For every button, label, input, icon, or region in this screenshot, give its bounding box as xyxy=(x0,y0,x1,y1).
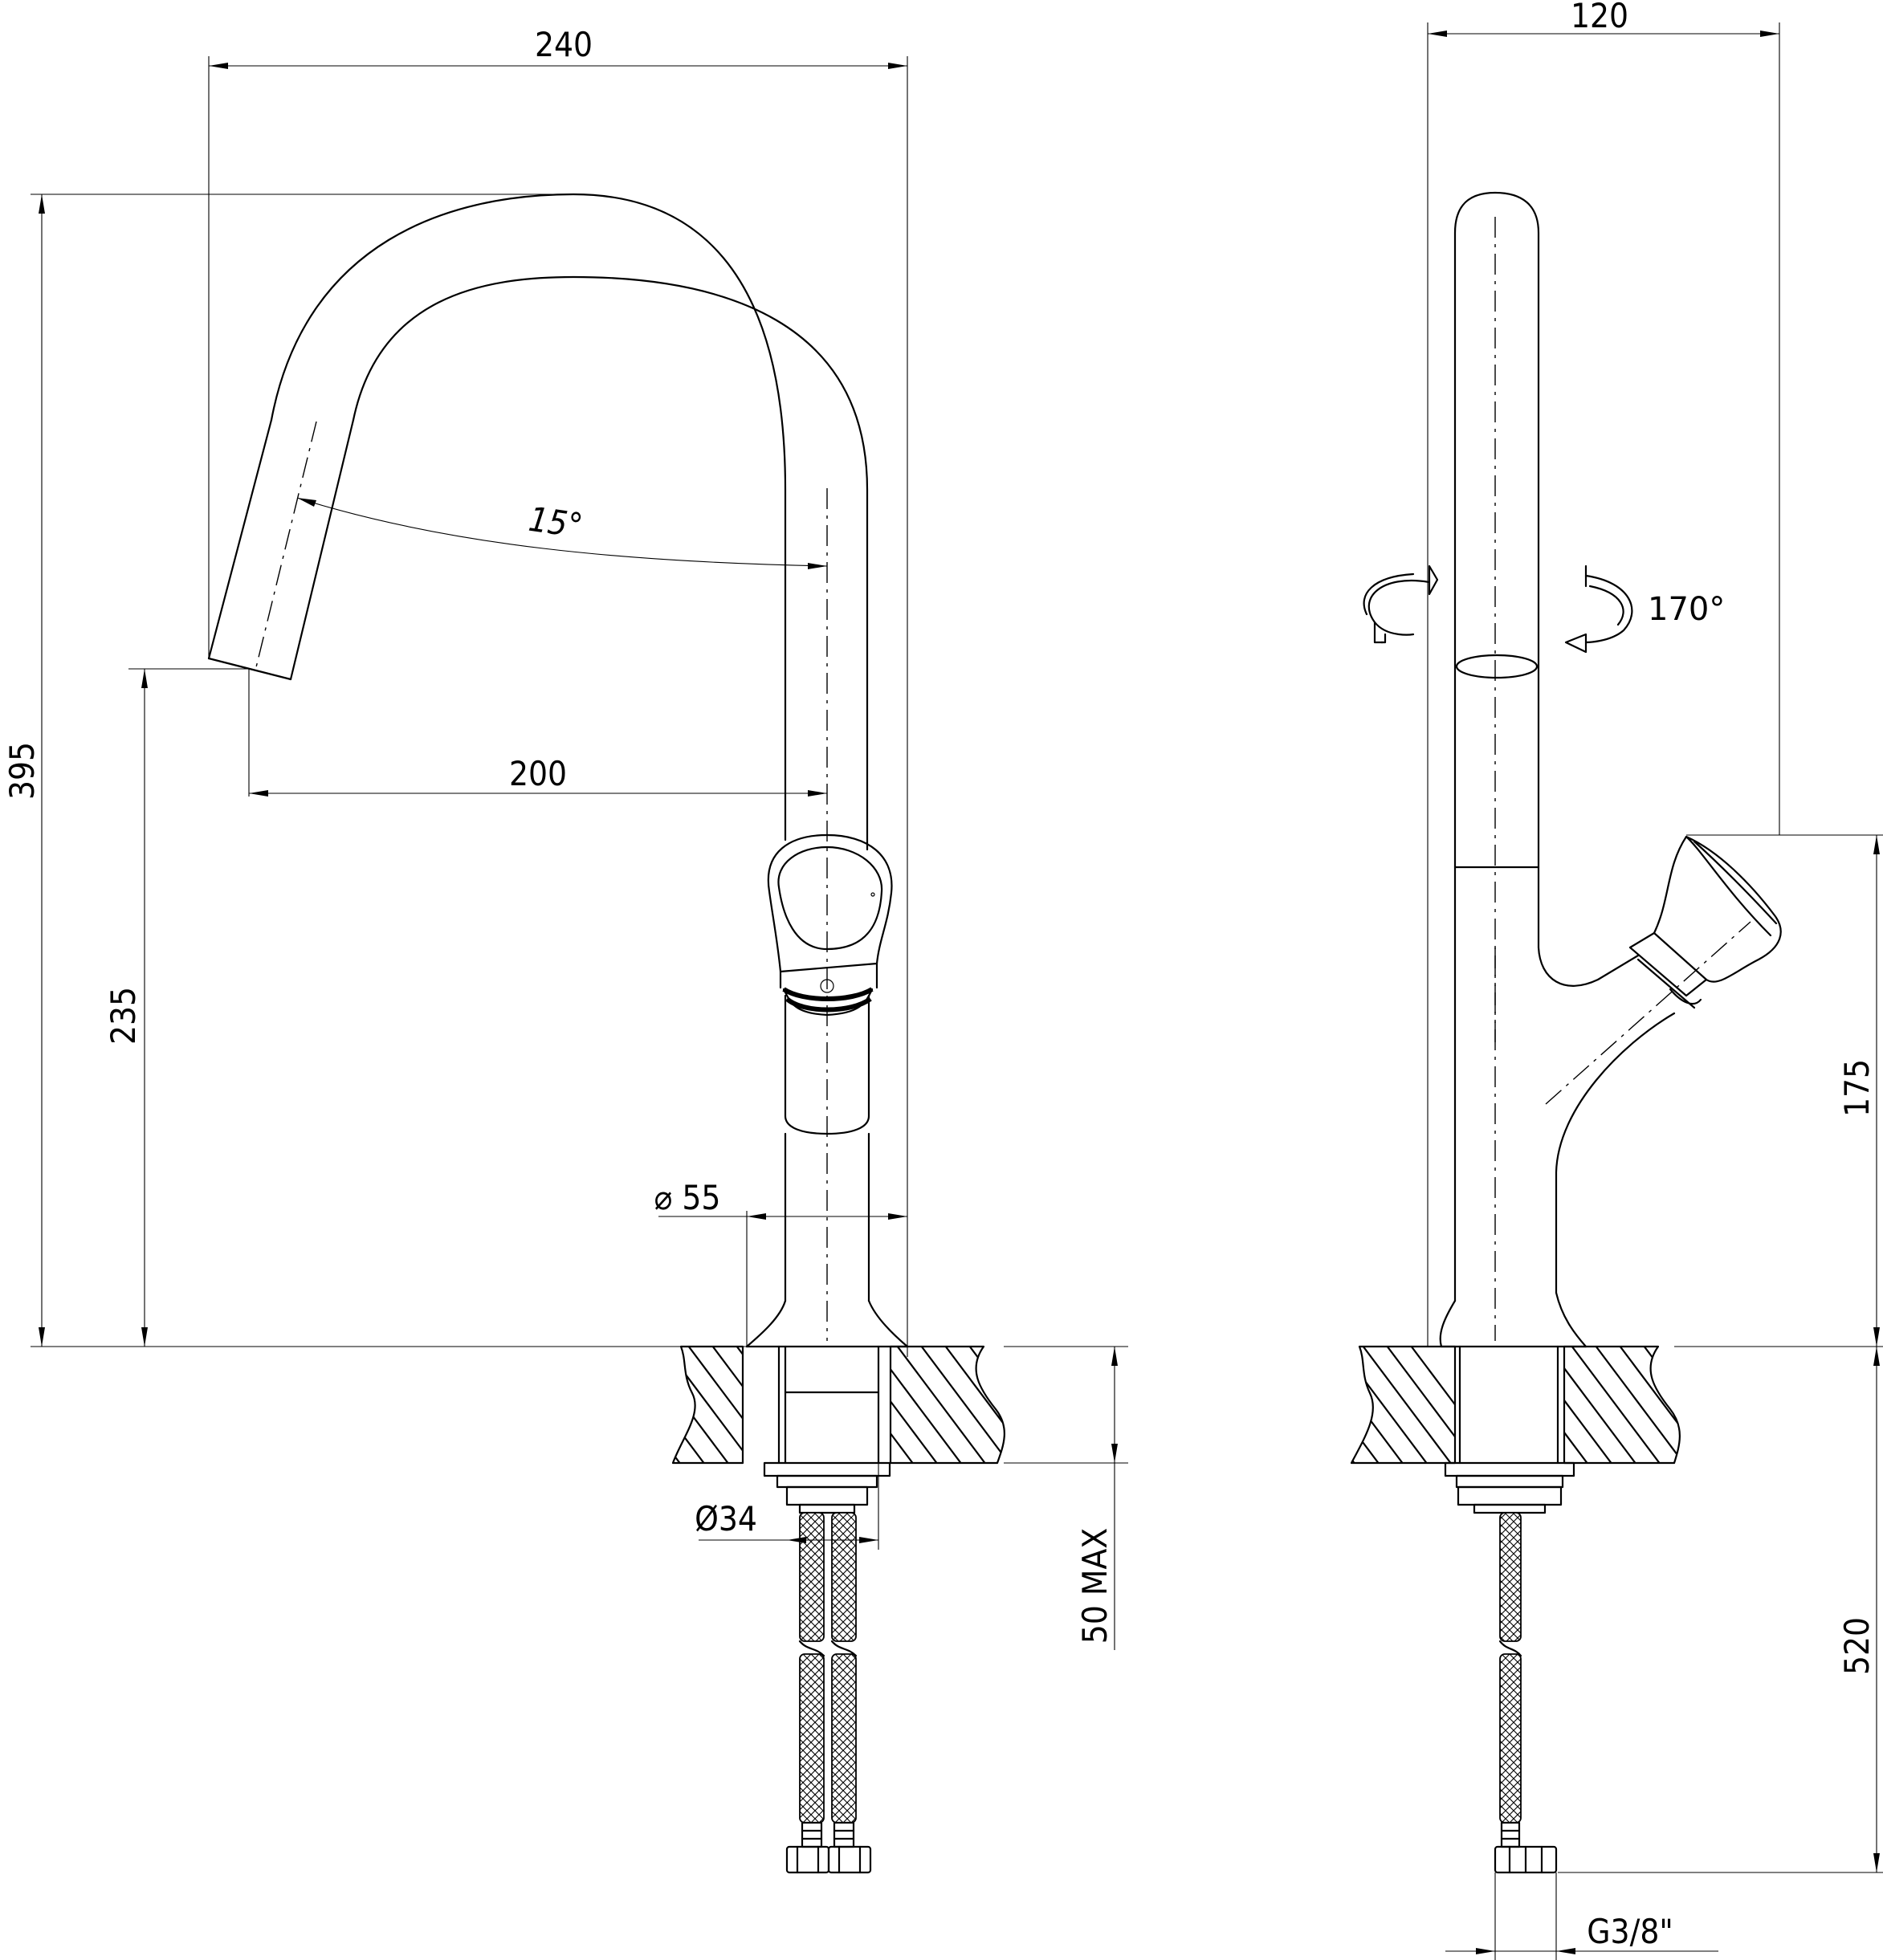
front-fixing-nut xyxy=(763,1461,891,1514)
dim-hole-diameter-34: Ø34 xyxy=(695,1463,879,1550)
dim-base-diameter-55: ⌀ 55 xyxy=(654,1178,907,1347)
side-counter-section xyxy=(1350,1345,1681,1465)
dim-spout-height-235: 235 xyxy=(104,668,249,1347)
dim-hole-diameter-label: Ø34 xyxy=(695,1499,757,1538)
dim-side-width-label: 120 xyxy=(1571,0,1628,35)
dim-base-diameter-label: ⌀ 55 xyxy=(654,1178,721,1217)
dim-angle-label: 15° xyxy=(526,499,585,546)
front-spout xyxy=(207,193,869,1341)
side-rotation-arrows: 170° xyxy=(1363,564,1725,654)
side-body xyxy=(1439,921,1751,1348)
side-view: 170° xyxy=(1350,0,1883,1960)
front-lever xyxy=(767,833,893,993)
front-view: 240 395 235 200 xyxy=(2,25,1128,1874)
dim-thickness-50-max: 50 MAX xyxy=(1004,1346,1128,1650)
swivel-angle-label: 170° xyxy=(1648,591,1725,628)
dim-width-240: 240 xyxy=(208,25,908,1357)
dim-width-label: 240 xyxy=(535,25,593,64)
side-fixing-nut xyxy=(1444,1461,1575,1514)
front-collar-ring xyxy=(782,987,874,1017)
side-hose xyxy=(1494,1512,1558,1874)
dim-thread-label: G3/8" xyxy=(1587,1912,1673,1951)
dim-thread-g38: G3/8" xyxy=(1445,1872,1718,1960)
front-body xyxy=(745,994,909,1348)
dim-height-label: 395 xyxy=(2,742,42,800)
dim-spout-height-label: 235 xyxy=(104,987,143,1045)
front-hoses xyxy=(785,1512,872,1874)
dim-thickness-label: 50 MAX xyxy=(1075,1528,1115,1644)
dim-side-width-120: 120 xyxy=(1427,0,1780,1347)
side-lever-handle xyxy=(1628,835,1782,1009)
dim-handle-height-175: 175 xyxy=(1674,834,1883,1347)
side-spout-tube xyxy=(1453,191,1540,1341)
dim-height-395: 395 xyxy=(2,194,747,1347)
dim-hose-length-520: 520 xyxy=(1558,1347,1883,1873)
dim-handle-height-label: 175 xyxy=(1837,1059,1877,1117)
dim-angle-15: 15° xyxy=(296,497,828,569)
dim-reach-label: 200 xyxy=(509,754,567,793)
dim-hose-length-label: 520 xyxy=(1837,1617,1877,1675)
dim-reach-200: 200 xyxy=(248,669,827,797)
